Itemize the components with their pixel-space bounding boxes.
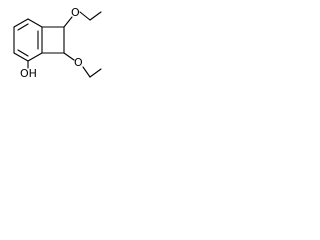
bond [13, 18, 29, 28]
oxygen-label-bottom: O [74, 56, 83, 69]
hydroxyl-group: OH [20, 60, 37, 80]
oxygen-label-top: O [71, 6, 80, 19]
double-bond-inner [17, 49, 29, 57]
bond [82, 66, 91, 78]
bond [27, 18, 43, 28]
bond [89, 68, 102, 78]
hydroxyl-label: OH [20, 67, 37, 80]
ethoxy-group-bottom: O [63, 52, 102, 78]
cyclobutane-ring [41, 26, 65, 54]
double-bond-inner [17, 23, 29, 31]
bond [63, 52, 75, 61]
chemical-structure: O O OH [13, 6, 102, 80]
benzene-ring [13, 18, 43, 62]
bond [79, 11, 91, 21]
bond [89, 11, 102, 21]
bond [13, 52, 29, 62]
ethoxy-group-top: O [63, 6, 102, 28]
bond [63, 16, 73, 28]
bond [27, 52, 43, 62]
